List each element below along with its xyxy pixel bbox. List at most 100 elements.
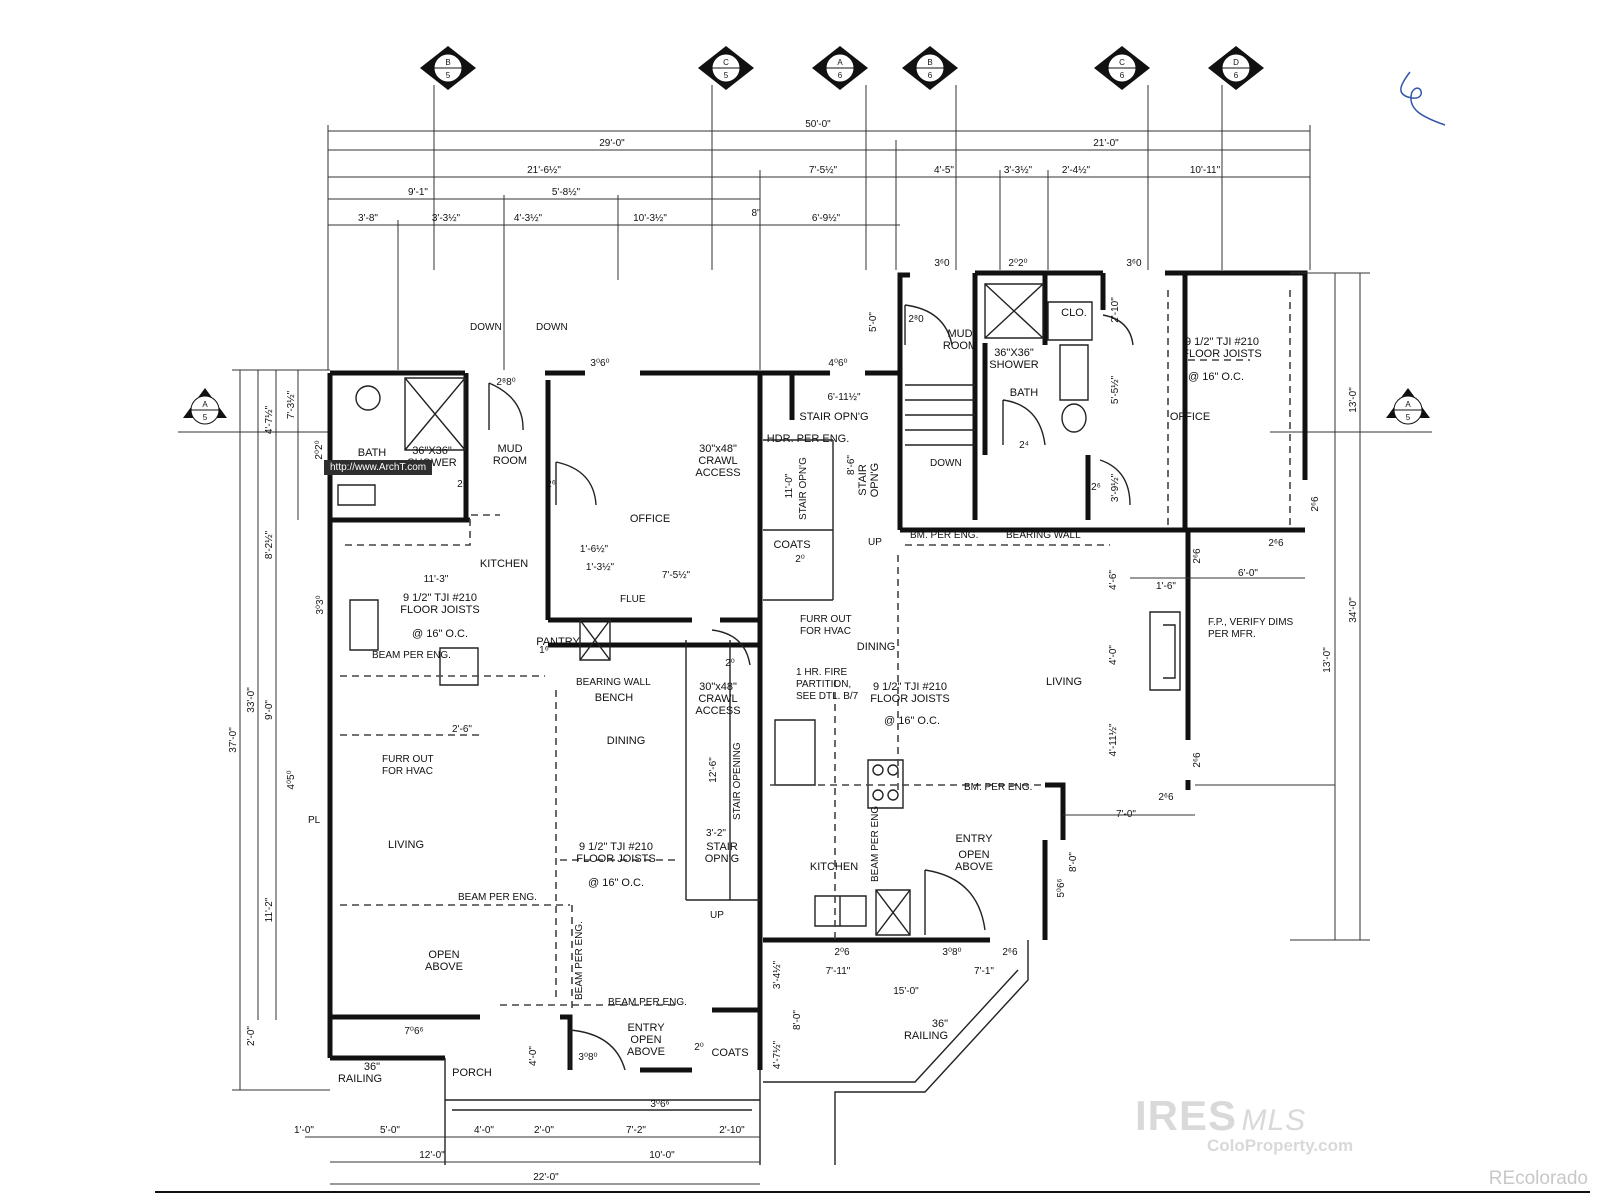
note-floor-joists: FLOOR JOISTS (576, 853, 655, 865)
dim-text: 11'-3" (424, 574, 449, 585)
section-marker: B 5 (420, 46, 476, 90)
section-markers: B 5 C 5 A 6 B 6 C 6 (178, 46, 1432, 433)
dim-text: 21'-6½" (527, 165, 561, 176)
dim-text: 10'-3½" (633, 213, 667, 224)
dim-text: 6'-0" (1238, 568, 1258, 579)
dim-text: 1⁶ (539, 645, 549, 656)
dim-text: 2'-6" (452, 724, 472, 735)
dim-text: 10'-11" (1190, 165, 1221, 176)
dim-text: 5'-5½" (1110, 375, 1121, 404)
dim-text: 5'-0" (380, 1125, 400, 1136)
dim-text: 2⁸8⁰ (496, 377, 515, 388)
dim-right-width: 21'-0" (1093, 138, 1119, 149)
room-label-kitchen: KITCHEN (480, 558, 528, 570)
marker-letter: C (723, 58, 729, 67)
dim-text: 3'-3½" (432, 213, 461, 224)
dim-text: 8'-6" (846, 455, 857, 475)
room-label-office: OFFICE (1170, 411, 1210, 423)
note-floor-joists: FLOOR JOISTS (1182, 348, 1261, 360)
note-railing: 36" (364, 1061, 380, 1073)
dim-text: 2⁰ (795, 554, 805, 565)
note-railing: RAILING (904, 1030, 948, 1042)
dim-text: 4'-7½" (772, 1040, 783, 1069)
dim-text: 4⁰5⁰ (286, 770, 297, 789)
section-marker: D 6 (1208, 46, 1264, 90)
archt-link-tag[interactable]: http://www.ArchT.com (324, 460, 433, 475)
note-fire-partition: PARTITION, (796, 679, 851, 690)
note-crawl-access: CRAWL (698, 455, 737, 467)
dim-total-width: 50'-0" (805, 119, 831, 130)
note-fire-partition: 1 HR. FIRE (796, 667, 847, 678)
dim-text: 3⁰6⁶ (650, 1099, 669, 1110)
dim-text: 7⁰6⁶ (404, 1026, 423, 1037)
note-floor-joists: @ 16" O.C. (884, 715, 940, 727)
note-crawl-access: CRAWL (698, 693, 737, 705)
dim-text: 7'-5½" (662, 570, 691, 581)
note-furr-out: FOR HVAC (800, 626, 851, 637)
note-floor-joists: 9 1/2" TJI #210 (579, 841, 653, 853)
room-label-entry: ABOVE (955, 861, 993, 873)
dim-text: 2⁶6 (1310, 496, 1321, 512)
note-crawl-access: ACCESS (695, 467, 740, 479)
dim-text: 2⁰ (694, 1042, 704, 1053)
dim-text: 10'-0" (649, 1150, 675, 1161)
room-label-bath: BATH (358, 447, 387, 459)
note-furr-out: FOR HVAC (382, 766, 433, 777)
dim-text: 2'-10" (1110, 297, 1121, 323)
note-bearing-wall: BEARING WALL (576, 677, 651, 688)
dim-text: 11'-2" (264, 897, 275, 922)
dim-text: 3'-4½" (772, 960, 783, 989)
marker-letter: B (927, 58, 932, 67)
dim-text: 7'-5½" (809, 165, 838, 176)
dim-text: 33'-0" (246, 687, 257, 713)
left-unit-labels: BATH 36"X36" SHOWER MUD ROOM OFFICE KITC… (308, 322, 749, 1110)
dim-text: 2⁶6 (1268, 538, 1284, 549)
dim-text: 5'-0" (868, 312, 879, 332)
recolorado-credit: REcolorado (1488, 1168, 1588, 1189)
note-furr-out: FURR OUT (382, 754, 434, 765)
marker-number: 5 (724, 71, 729, 80)
dim-text: 2⁶ (1091, 482, 1101, 493)
watermark-brand-suffix: MLS (1241, 1104, 1307, 1137)
dim-text: 5'-8½" (552, 187, 581, 198)
note-header: HDR. PER ENG. (767, 433, 850, 445)
note-stair-opening: STAIR OPN'G (798, 457, 809, 520)
note-furr-out: FURR OUT (800, 614, 852, 625)
note-fireplace: F.P., VERIFY DIMS (1208, 617, 1294, 628)
note-fire-partition: SEE DTL. B/7 (796, 691, 859, 702)
note-stair-opening: OPN'G (869, 463, 881, 498)
room-label-office: OFFICE (630, 513, 670, 525)
dim-text: 8'-0" (1068, 852, 1079, 872)
left-unit-dashed-beams (340, 514, 680, 1010)
room-label-entry: ENTRY (955, 833, 993, 845)
dim-text: 7'-3½" (286, 390, 297, 419)
dim-text: 8" (751, 208, 761, 219)
dim-text: 4'-3½" (514, 213, 543, 224)
room-label-shower: SHOWER (989, 359, 1039, 371)
dim-text: 7'-1" (974, 966, 994, 977)
room-label-pantry: PANTRY (536, 636, 580, 648)
note-floor-joists: 9 1/2" TJI #210 (1185, 336, 1259, 348)
section-marker: C 5 (698, 46, 754, 90)
dim-text: 3'-9½" (1110, 473, 1121, 502)
dim-text: 8'-0" (792, 1010, 803, 1030)
dim-text: 2'-0" (246, 1026, 257, 1046)
note-stair-opening: STAIR OPN'G (799, 411, 868, 423)
room-label-living: LIVING (1046, 676, 1082, 688)
dim-text: 4'-5" (934, 165, 954, 176)
note-property-line: PL (308, 815, 321, 826)
note-floor-joists: @ 16" O.C. (1188, 371, 1244, 383)
dim-text: 6'-9½" (812, 213, 841, 224)
note-down: DOWN (930, 458, 962, 469)
note-stair-opening: STAIR (857, 464, 869, 496)
note-floor-joists: @ 16" O.C. (588, 877, 644, 889)
section-marker: A 5 (1386, 388, 1430, 425)
dim-text: 4'-6" (1108, 570, 1119, 590)
room-label-bath: BATH (1010, 387, 1039, 399)
dim-text: 3⁰8⁰ (942, 947, 961, 958)
note-beam: BEAM PER ENG. (372, 650, 451, 661)
dim-text: 2⁶6 (1192, 752, 1203, 768)
right-unit-dashed-beams (770, 290, 1291, 940)
room-label-kitchen: KITCHEN (810, 861, 858, 873)
room-label-mud-room: MUD (497, 443, 522, 455)
